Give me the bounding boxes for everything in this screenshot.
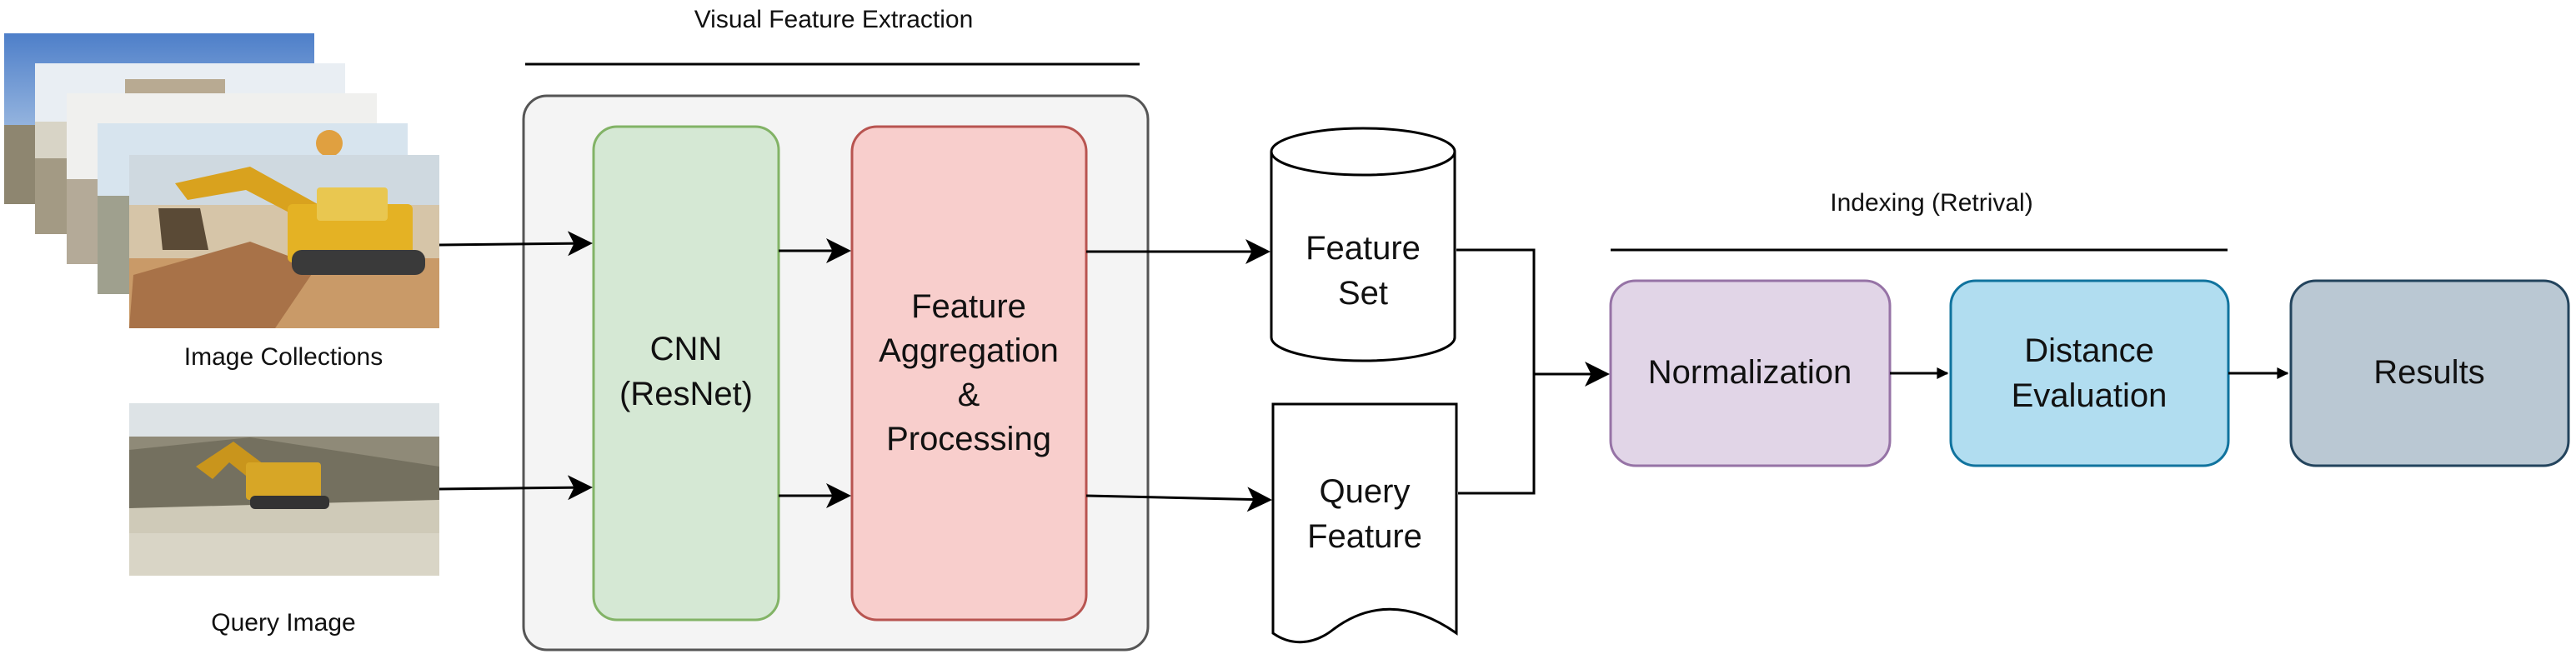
aggregation-line-1: Feature [911,288,1026,325]
connectors [439,231,2289,512]
aggregation-line-2: Aggregation [879,332,1059,369]
arrow-aggregation-to-query-feature [1085,487,1272,512]
collection-image-5-excavator [129,155,439,328]
feature-aggregation-block: Feature Aggregation & Processing [850,125,1088,622]
feature-set-line-1: Feature [1306,230,1421,267]
extraction-section-title: Visual Feature Extraction [694,6,974,33]
query-feature-document: Query Feature [1271,402,1458,644]
results-block: Results [2289,279,2570,467]
query-image [129,403,439,576]
cnn-resnet-label: (ResNet) [619,376,753,412]
normalization-label: Normalization [1648,354,1852,391]
query-feature-line-1: Query [1320,473,1411,510]
query-image-label: Query Image [211,609,355,637]
aggregation-line-4: Processing [886,421,1051,457]
arrow-query-to-cnn [439,475,593,501]
feature-set-cylinder: Feature Set [1270,127,1456,362]
cnn-label: CNN [650,331,723,367]
image-collection-stack [4,33,439,328]
results-label: Results [2373,354,2484,391]
normalization-block: Normalization [1609,279,1892,467]
merge-bracket [1456,248,1536,495]
arrow-collections-to-cnn [439,231,593,257]
query-feature-line-2: Feature [1307,518,1422,555]
distance-evaluation-block: Distance Evaluation [1949,279,2230,467]
indexing-section-title: Indexing (Retrival) [1830,189,2032,217]
distance-line-1: Distance [2024,332,2154,369]
feature-set-line-2: Set [1338,275,1388,312]
cnn-block: CNN (ResNet) [592,125,780,622]
aggregation-line-3: & [958,377,980,413]
image-collections-label: Image Collections [184,343,383,371]
distance-line-2: Evaluation [2012,377,2168,414]
